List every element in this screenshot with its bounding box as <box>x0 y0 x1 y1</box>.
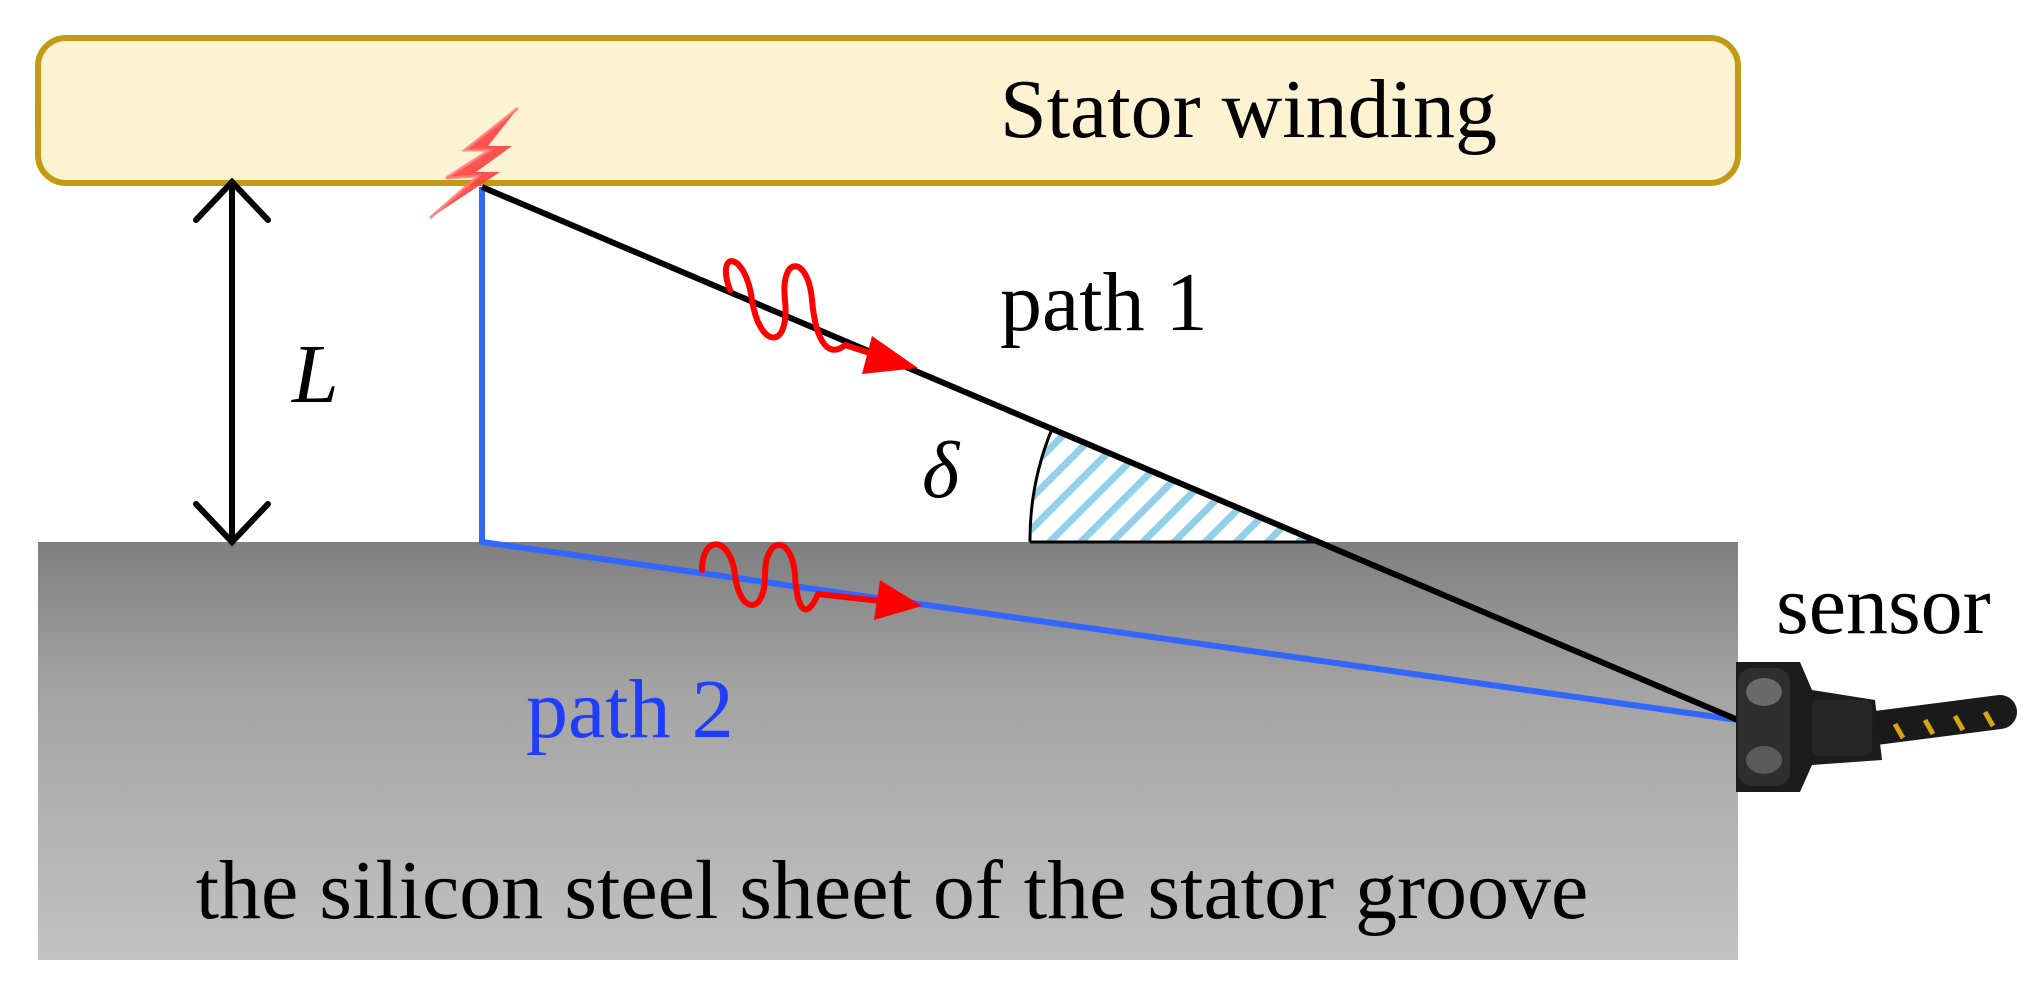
acoustic-sensor-icon <box>1736 662 2017 792</box>
lightning-bolt-icon <box>429 106 519 220</box>
angle-label: δ <box>922 427 961 515</box>
wave-path1 <box>722 258 918 374</box>
distance-arrow <box>193 177 271 547</box>
steel-sheet-label: the silicon steel sheet of the stator gr… <box>196 844 1589 937</box>
path1-label: path 1 <box>1000 256 1208 349</box>
path1-line <box>480 184 1740 723</box>
distance-label: L <box>291 328 339 421</box>
path2-line <box>479 187 1739 723</box>
sensor-label: sensor <box>1776 559 1991 652</box>
stator-winding-bar <box>35 35 1741 186</box>
path2-label: path 2 <box>526 663 734 756</box>
stator-winding-label: Stator winding <box>1000 63 1497 156</box>
wave-path2 <box>699 541 922 620</box>
